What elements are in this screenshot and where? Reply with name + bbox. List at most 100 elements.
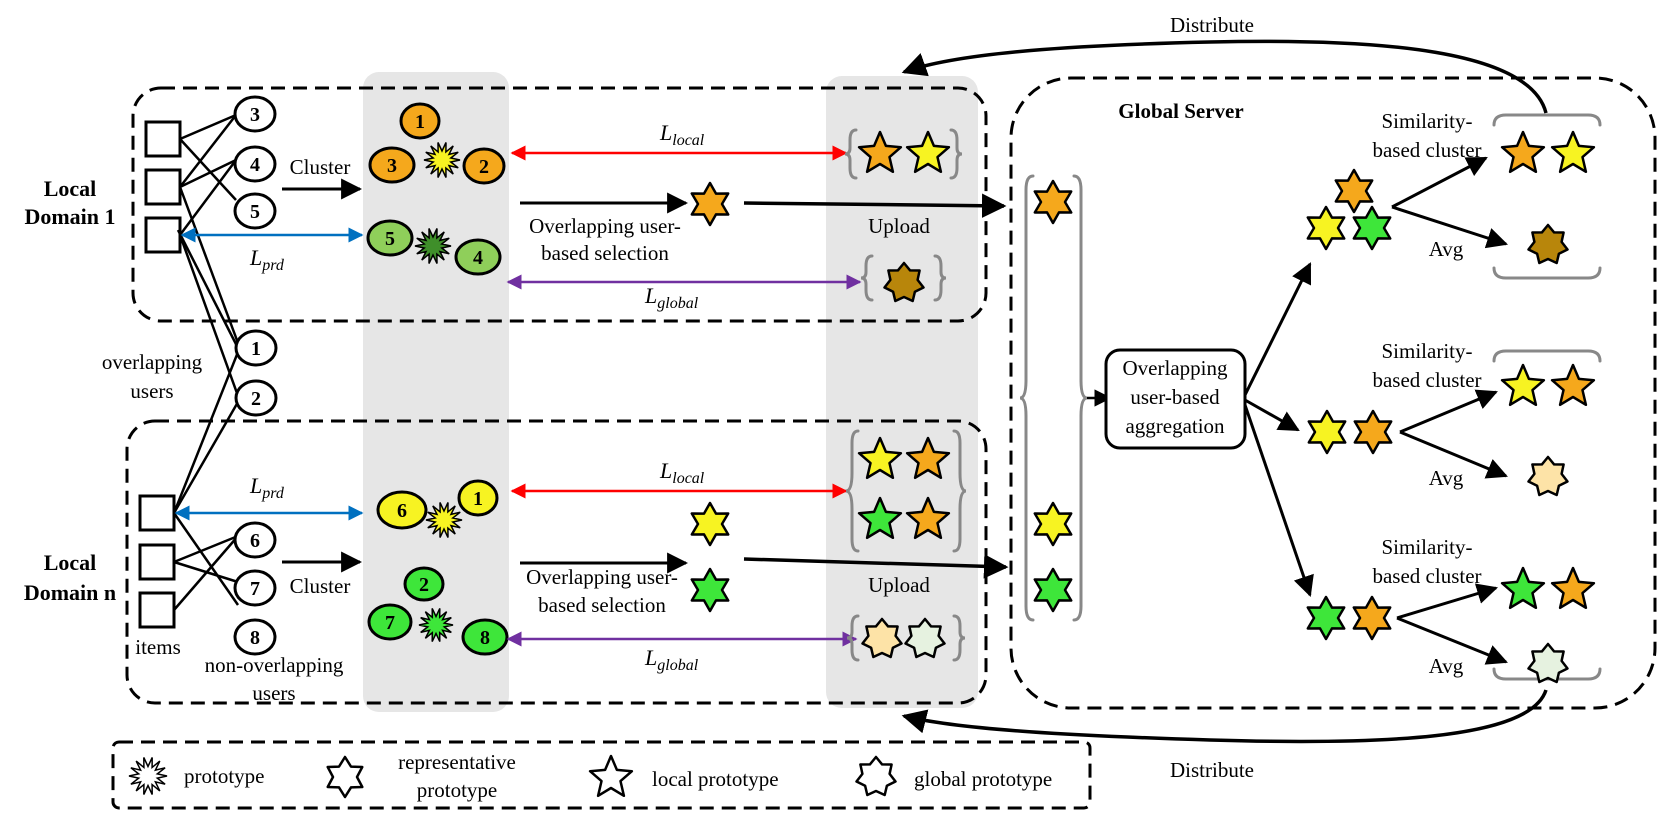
overlap-label-l1: overlapping: [102, 350, 203, 374]
sim-cluster-3-l1: Similarity-: [1382, 535, 1473, 559]
representative-prototype-star: [1352, 205, 1392, 251]
local-prototype-star: [1500, 566, 1546, 610]
proto-node-label: 3: [387, 155, 397, 177]
proto-node-label: 8: [480, 627, 490, 649]
legend-global-icon: [855, 755, 897, 797]
nonoverlap-l1: non-overlapping: [205, 653, 344, 677]
domainN-items: [138, 494, 176, 629]
representative-prototype-star: [1033, 567, 1073, 613]
user-node: [234, 379, 278, 417]
proto-node: [462, 147, 506, 185]
domainN-cluster-label: Cluster: [290, 574, 351, 598]
global-server-box: [1009, 76, 1657, 710]
global-prototype-star: [883, 261, 925, 303]
distribute-bottom-label: Distribute: [1170, 758, 1254, 782]
domain1-upload-arrow: [743, 193, 1007, 218]
proto-node-label: 6: [397, 500, 407, 522]
domainN-proto-cluster-b: 2 7 8: [367, 566, 509, 656]
avg-2-label: Avg: [1429, 466, 1464, 490]
user-node-label: 5: [250, 201, 260, 223]
domain1-selection-l2: based selection: [541, 241, 669, 265]
domainN-prd-loss-label: Lprd: [249, 473, 285, 502]
set-brackets: [844, 113, 1602, 681]
global-prototype-star: [1527, 455, 1569, 497]
legend-rep-l2: prototype: [417, 778, 497, 802]
proto-node-label: 7: [385, 612, 395, 634]
local-prototype-star: [857, 496, 903, 540]
proto-node: [403, 566, 445, 602]
local-prototype-star: [1550, 363, 1596, 407]
local-prototype-star: [1550, 130, 1596, 174]
local-prototype-star: [1500, 130, 1546, 174]
legend-representative-icon: [326, 755, 364, 799]
star-glyphs: [128, 130, 1596, 799]
proto-node: [454, 238, 502, 276]
domainN-title-l2: Domain n: [24, 580, 116, 605]
avg-3-label: Avg: [1429, 654, 1464, 678]
user-node-label: 7: [250, 578, 260, 600]
local-prototype-star: [905, 496, 951, 540]
legend-global: global prototype: [914, 767, 1052, 791]
global-server-title: Global Server: [1118, 99, 1243, 123]
user-node: [233, 95, 277, 133]
sim-cluster-2-l1: Similarity-: [1382, 339, 1473, 363]
sim-cluster-3-l2: based cluster: [1372, 564, 1481, 588]
domain1-items: [144, 120, 182, 254]
user-node-label: 8: [250, 627, 260, 649]
proto-node: [376, 490, 428, 530]
domainN-upload-label: Upload: [868, 573, 930, 597]
prototype-burst-icon: [423, 142, 461, 178]
domain1-proto-cluster-a: 1 3 2: [368, 102, 506, 185]
item-square: [138, 543, 176, 581]
domain1-users: 3 4 5: [233, 95, 277, 230]
global-prototype-star: [1527, 642, 1569, 684]
user-node-label: 6: [250, 530, 260, 552]
local-prototype-star: [905, 130, 951, 174]
representative-prototype-star: [1307, 409, 1347, 455]
domain1-title-l1: Local: [44, 176, 97, 201]
avg-1-label: Avg: [1429, 237, 1464, 261]
domainN-selection-l2: based selection: [538, 593, 666, 617]
domainN-title-l1: Local: [44, 550, 97, 575]
legend-prototype-icon: [128, 757, 168, 795]
representative-prototype-star: [1306, 595, 1346, 641]
proto-node-label: 4: [473, 247, 483, 269]
distribute-top-label: Distribute: [1170, 13, 1254, 37]
upload-panel: [826, 76, 978, 708]
domain1-cluster-label: Cluster: [290, 155, 351, 179]
aggregation-box: [1104, 348, 1247, 450]
domainN-users: 6 7 8: [233, 521, 277, 656]
proto-node: [367, 603, 413, 641]
representative-prototype-star: [690, 567, 730, 613]
domain1-proto-cluster-b: 5 4: [366, 219, 502, 276]
proto-node-label: 1: [415, 111, 425, 133]
nonoverlap-l2: users: [252, 681, 295, 705]
prototype-burst-icon: [418, 608, 454, 642]
user-node-label: 2: [251, 388, 261, 410]
sim-cluster-1-l1: Similarity-: [1382, 109, 1473, 133]
domainN-selection-l1: Overlapping user-: [526, 565, 678, 589]
user-node: [234, 329, 278, 367]
proto-node: [368, 146, 416, 184]
aggregation-l1: Overlapping: [1123, 356, 1228, 380]
item-square: [144, 216, 182, 254]
proto-node: [399, 102, 441, 140]
local-prototype-star: [1550, 566, 1596, 610]
legend-local-icon: [588, 754, 634, 798]
legend-local: local prototype: [652, 767, 779, 791]
prototype-burst-icon: [425, 502, 463, 538]
local-prototype-star: [857, 130, 903, 174]
representative-prototype-star: [1353, 409, 1393, 455]
item-square: [138, 591, 176, 629]
distribute-bottom-arrow: [901, 689, 1548, 744]
legend-rep-l1: representative: [398, 750, 516, 774]
representative-prototype-star: [1033, 179, 1073, 225]
global-prototype-star: [1527, 223, 1569, 265]
domain1-prd-loss-label: Lprd: [249, 245, 285, 274]
user-node-label: 1: [251, 338, 261, 360]
item-square: [144, 168, 182, 206]
representative-prototype-star: [690, 501, 730, 547]
item-square: [144, 120, 182, 158]
user-node: [233, 569, 277, 607]
